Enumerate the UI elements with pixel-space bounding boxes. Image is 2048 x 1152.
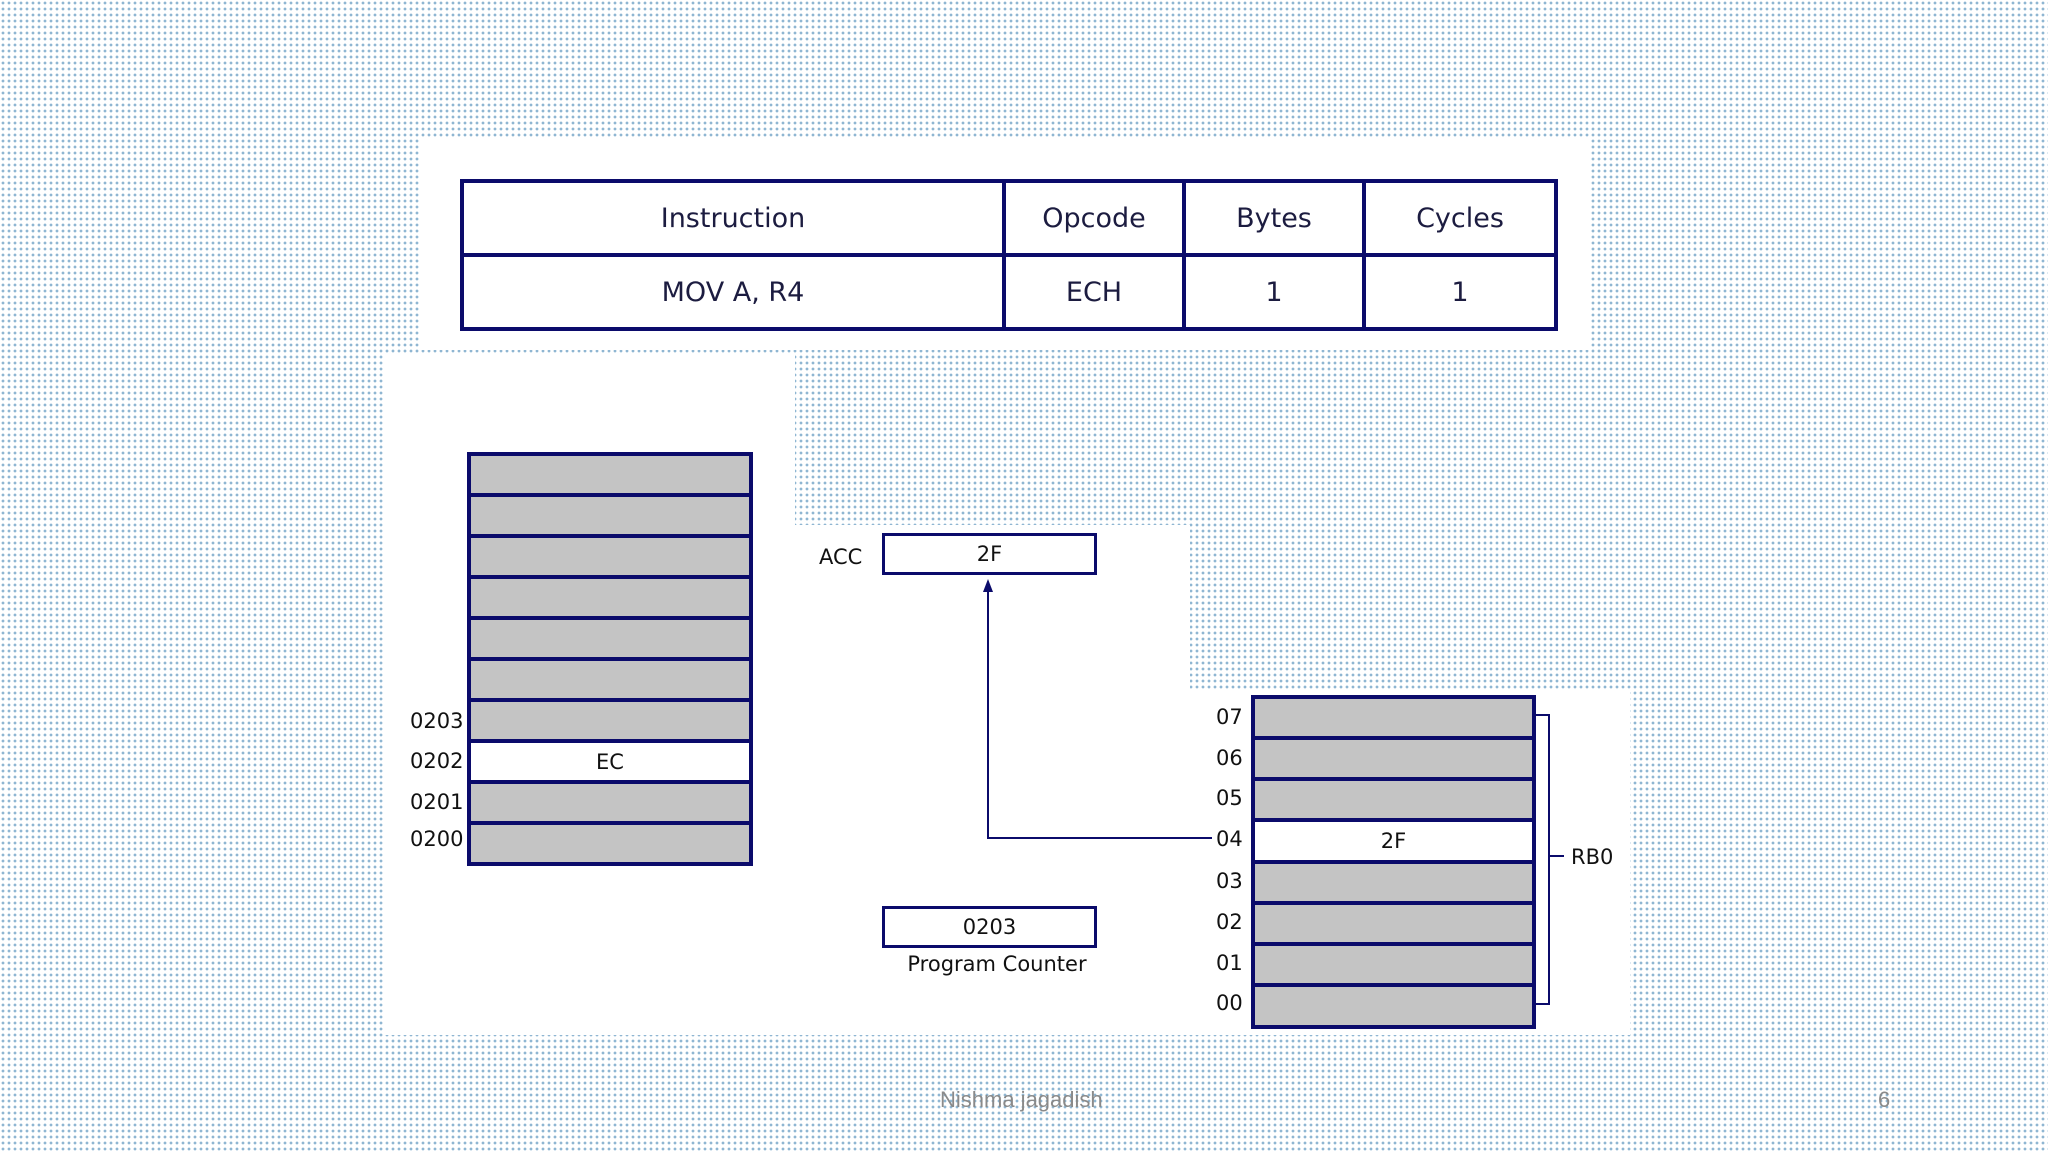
page-number: 6 — [1878, 1087, 1891, 1112]
memory-cell — [471, 497, 749, 534]
data-path-arrow — [987, 588, 1212, 839]
header-opcode: Opcode — [1002, 179, 1186, 257]
memory-cell — [471, 538, 749, 575]
address-label-0200: 0200 — [410, 827, 464, 851]
cell-cycles: 1 — [1362, 253, 1558, 331]
register-cell-02 — [1255, 905, 1532, 942]
address-label-0203: 0203 — [410, 709, 464, 733]
instruction-table: Instruction Opcode Bytes Cycles MOV A, R… — [460, 179, 1558, 331]
cell-instruction: MOV A, R4 — [460, 253, 1006, 331]
register-cell-07 — [1255, 699, 1532, 736]
table-header-row: Instruction Opcode Bytes Cycles — [460, 179, 1558, 257]
memory-cell-0200 — [471, 825, 749, 862]
register-label-00: 00 — [1216, 991, 1243, 1015]
memory-cell-0202: EC — [471, 743, 749, 780]
address-label-0202: 0202 — [410, 749, 464, 773]
memory-cell — [471, 456, 749, 493]
memory-cell — [471, 661, 749, 698]
register-label-06: 06 — [1216, 746, 1243, 770]
register-cell-01 — [1255, 946, 1532, 983]
program-counter-label: Program Counter — [907, 952, 1087, 976]
register-label-07: 07 — [1216, 705, 1243, 729]
register-cell-04: 2F — [1255, 822, 1532, 860]
register-cell-03 — [1255, 864, 1532, 901]
program-memory: EC — [467, 452, 753, 866]
acc-register: 2F — [882, 533, 1097, 575]
header-bytes: Bytes — [1182, 179, 1366, 257]
register-label-05: 05 — [1216, 786, 1243, 810]
memory-cell — [471, 579, 749, 616]
register-cell-00 — [1255, 987, 1532, 1025]
register-label-01: 01 — [1216, 951, 1243, 975]
footer-author: Nishma jagadish — [940, 1087, 1103, 1112]
header-cycles: Cycles — [1362, 179, 1558, 257]
register-cell-05 — [1255, 781, 1532, 818]
memory-cell-0203 — [471, 702, 749, 739]
acc-label: ACC — [819, 545, 863, 569]
cell-bytes: 1 — [1182, 253, 1366, 331]
diagram-panel-center — [795, 528, 1190, 1035]
program-counter-box: 0203 — [882, 906, 1097, 948]
register-bank-bracket — [1532, 714, 1550, 1005]
register-label-03: 03 — [1216, 869, 1243, 893]
register-label-02: 02 — [1216, 910, 1243, 934]
cell-opcode: ECH — [1002, 253, 1186, 331]
header-instruction: Instruction — [460, 179, 1006, 257]
memory-cell-0201 — [471, 784, 749, 821]
memory-cell — [471, 620, 749, 657]
register-label-04: 04 — [1216, 827, 1243, 851]
register-cell-06 — [1255, 740, 1532, 777]
address-label-0201: 0201 — [410, 790, 464, 814]
table-row: MOV A, R4 ECH 1 1 — [460, 253, 1558, 331]
register-bank-label: RB0 — [1571, 845, 1614, 869]
register-bank: 2F — [1251, 695, 1536, 1029]
arrow-head-icon — [983, 579, 993, 592]
